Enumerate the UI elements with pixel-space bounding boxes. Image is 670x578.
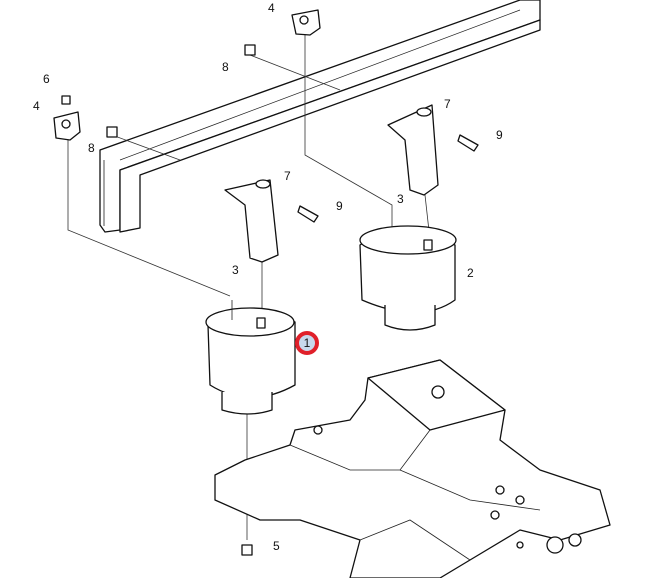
- callout-1[interactable]: 1: [304, 336, 311, 350]
- air-spring-2: [359, 225, 457, 331]
- fasteners: [106, 44, 479, 556]
- callout-7-left[interactable]: 7: [284, 169, 291, 183]
- axle-support: [214, 359, 611, 578]
- callout-9-left[interactable]: 9: [336, 199, 343, 213]
- left-bracket: [53, 95, 81, 141]
- frame-rail: [99, 0, 541, 233]
- callout-2[interactable]: 2: [467, 266, 474, 280]
- callout-8-top[interactable]: 8: [222, 60, 229, 74]
- shock-bracket-left: [224, 179, 279, 263]
- callout-8-left[interactable]: 8: [88, 141, 95, 155]
- callout-9-right[interactable]: 9: [496, 128, 503, 142]
- callout-5[interactable]: 5: [273, 539, 280, 553]
- shock-bracket-right: [387, 104, 439, 196]
- upper-bracket: [291, 9, 321, 36]
- callout-3-right[interactable]: 3: [397, 192, 404, 206]
- callout-4-left[interactable]: 4: [33, 99, 40, 113]
- callout-4-top[interactable]: 4: [268, 1, 275, 15]
- callout-1-highlight[interactable]: 1: [295, 331, 319, 355]
- air-spring-1: [205, 300, 296, 415]
- callout-3-left[interactable]: 3: [232, 263, 239, 277]
- callout-labels: 4 8 6 4 8 7 9 7 9 3 3 2 5: [33, 1, 503, 553]
- callout-6[interactable]: 6: [43, 72, 50, 86]
- callout-7-right[interactable]: 7: [444, 97, 451, 111]
